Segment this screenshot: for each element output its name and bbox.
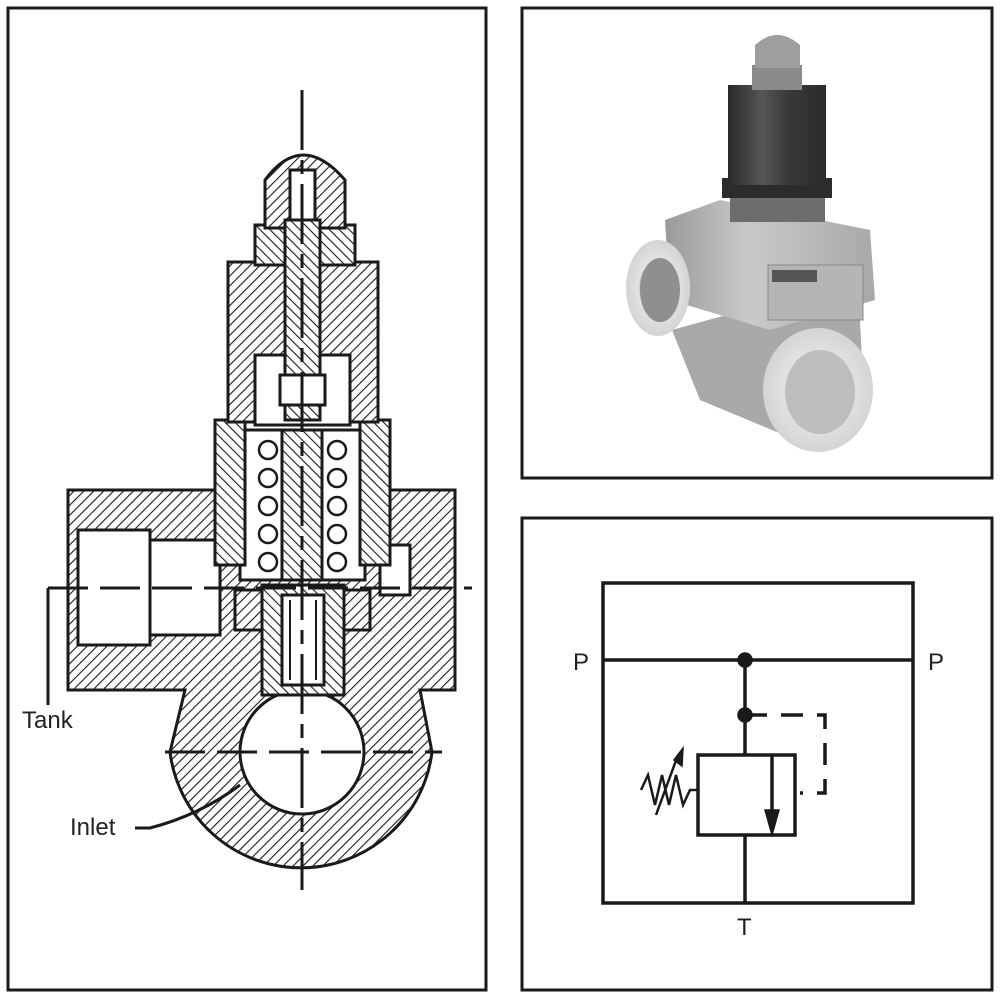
inlet-label: Inlet bbox=[70, 814, 116, 841]
spring-icon bbox=[639, 771, 698, 809]
centerlines bbox=[46, 90, 472, 890]
port-t-label: T bbox=[737, 914, 752, 941]
inlet-leader bbox=[135, 783, 241, 830]
relief-valve-photo-icon bbox=[626, 35, 875, 452]
pressure-relief-valve-symbol-icon bbox=[601, 581, 915, 905]
cross-section-panel bbox=[6, 6, 488, 992]
schematic-panel bbox=[520, 516, 994, 992]
pilot-line bbox=[745, 713, 827, 795]
valve-cross-section-icon bbox=[66, 153, 457, 870]
photo-panel bbox=[520, 6, 994, 480]
port-p-right-label: P bbox=[928, 649, 944, 676]
tank-label: Tank bbox=[22, 707, 74, 734]
valve-envelope bbox=[696, 753, 797, 837]
port-p-left-label: P bbox=[573, 649, 589, 676]
adjustable-arrow-icon bbox=[654, 754, 680, 816]
